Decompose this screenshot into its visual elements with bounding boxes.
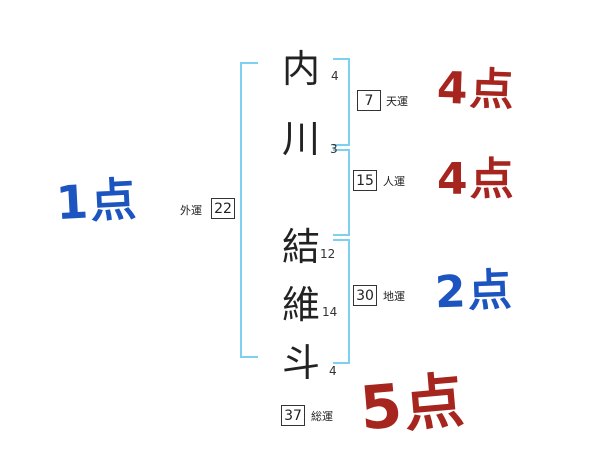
name-char-1: 内: [282, 47, 321, 91]
bracket-outer-bottom-tick: [240, 356, 258, 358]
stroke-count-1: 4: [331, 69, 339, 83]
score-outer: 1点: [54, 171, 140, 231]
bracket-person-top-tick: [333, 149, 350, 151]
bracket-earth-vertical: [348, 239, 350, 364]
name-char-2: 川: [282, 117, 321, 161]
fortune-label-outer: 外運: [180, 204, 202, 217]
score-person: 4点: [437, 154, 516, 205]
fortune-box-person: 15: [353, 170, 377, 191]
bracket-person-vertical: [348, 149, 350, 236]
bracket-heaven-top-tick: [333, 58, 350, 60]
fortune-label-heaven: 天運: [386, 95, 408, 108]
fortune-label-person: 人運: [383, 175, 405, 188]
name-char-3: 結: [282, 225, 321, 269]
fortune-label-earth: 地運: [383, 290, 405, 303]
bracket-heaven-vertical: [348, 58, 350, 146]
score-earth: 2点: [434, 264, 515, 319]
fortune-box-total: 37: [281, 405, 305, 426]
bracket-outer-top-tick: [240, 62, 258, 64]
bracket-person-bottom-tick: [333, 234, 350, 236]
stroke-count-4: 14: [322, 305, 338, 319]
bracket-outer-vertical: [240, 62, 242, 358]
name-char-4: 維: [282, 283, 321, 327]
fortune-label-total: 総運: [311, 410, 333, 423]
score-total: 5点: [357, 365, 469, 445]
bracket-earth-bottom-tick: [333, 362, 350, 364]
stroke-count-2: 3: [330, 142, 338, 156]
stroke-count-3: 12: [320, 247, 336, 261]
stroke-count-5: 4: [329, 364, 337, 378]
fortune-box-heaven: 7: [357, 90, 381, 111]
score-heaven: 4点: [436, 62, 517, 117]
fortune-box-earth: 30: [353, 285, 377, 306]
name-char-5: 斗: [282, 341, 321, 385]
bracket-heaven-bottom-tick: [333, 144, 350, 146]
fortune-box-outer: 22: [211, 198, 235, 219]
bracket-earth-top-tick: [333, 239, 350, 241]
